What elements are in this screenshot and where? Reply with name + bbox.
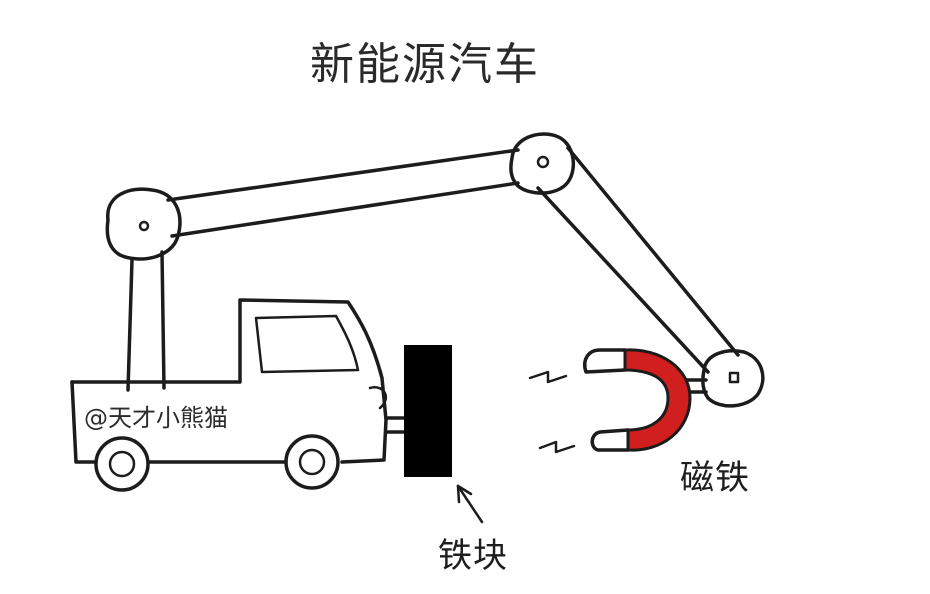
crane-wrist-joint (701, 349, 765, 408)
magnet-label: 磁铁 (680, 458, 750, 498)
truck (70, 298, 406, 492)
iron-block (404, 345, 452, 477)
iron-block-arrow (456, 484, 484, 524)
crane-elbow-joint (509, 132, 576, 195)
magnetic-force-lines (528, 370, 576, 454)
crane-post (126, 250, 166, 392)
iron-block-label: 铁块 (438, 536, 508, 576)
crane-lower-boom (536, 146, 740, 374)
horseshoe-magnet (583, 348, 692, 452)
page-title: 新能源汽车 (310, 39, 540, 90)
crane-shoulder-joint (105, 187, 182, 261)
crane-upper-boom (166, 148, 520, 238)
watermark-text: @天才小熊猫 (84, 404, 228, 432)
